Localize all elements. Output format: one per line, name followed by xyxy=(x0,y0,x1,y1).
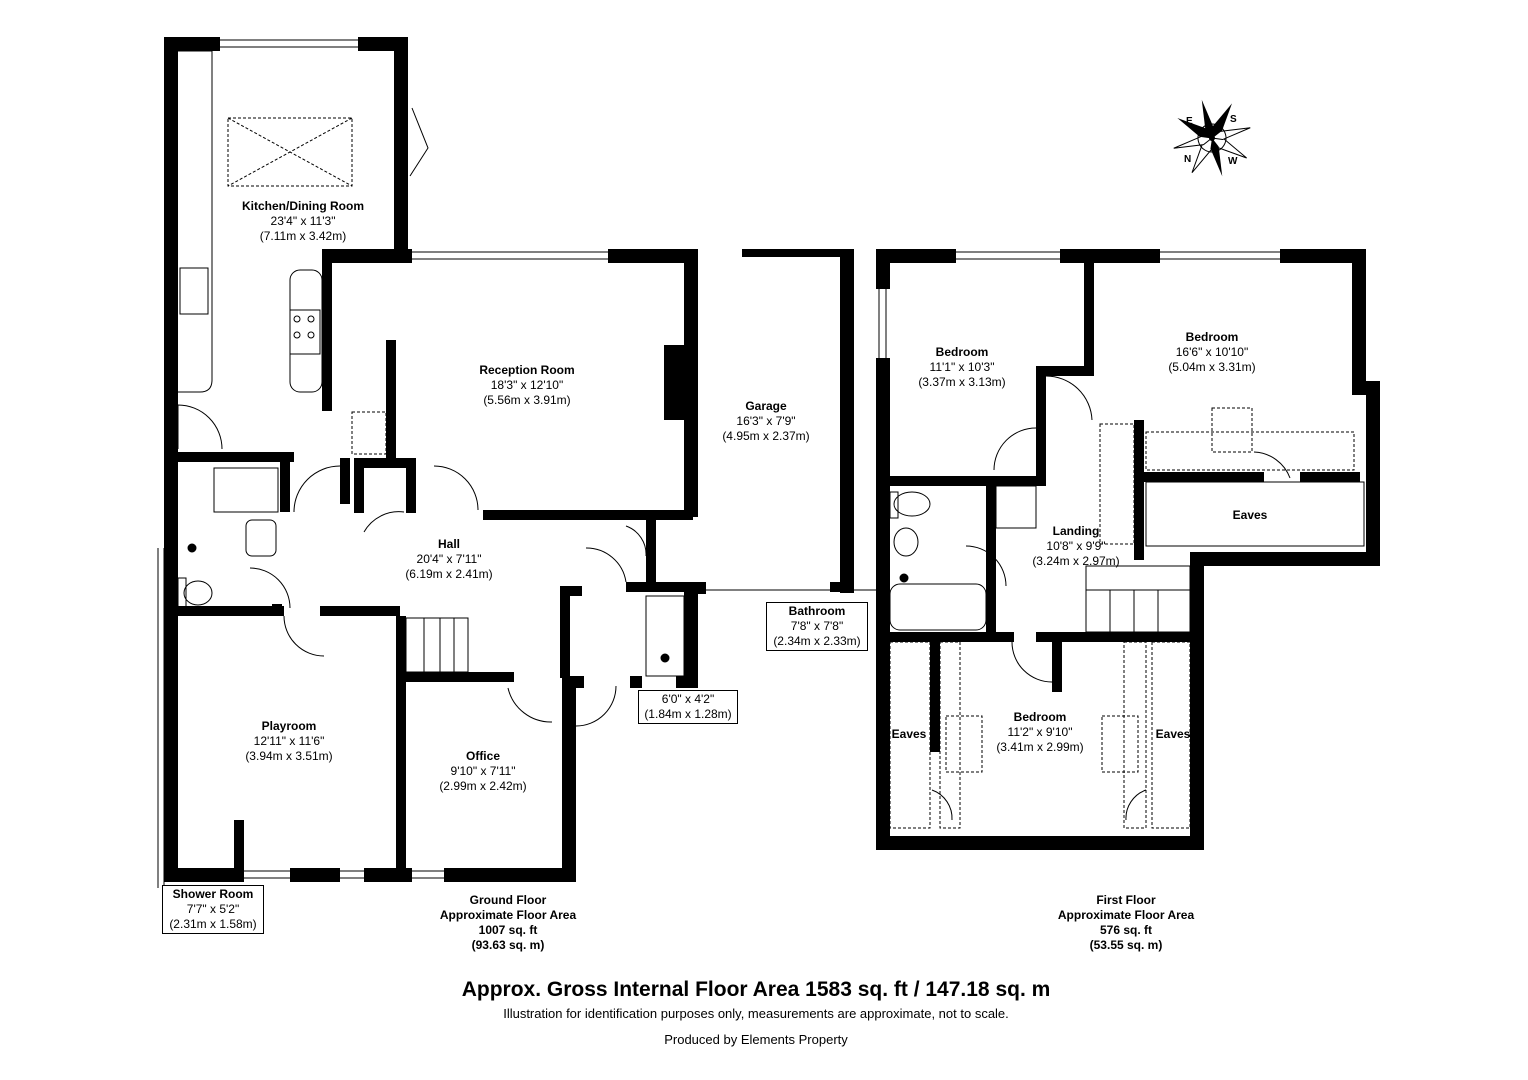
room-metric: (2.99m x 2.42m) xyxy=(439,779,527,793)
room-metric: (2.34m x 2.33m) xyxy=(773,634,861,648)
compass-w: W xyxy=(1228,156,1238,167)
eaves-label: Eaves xyxy=(1220,508,1280,523)
compass-icon xyxy=(1173,99,1251,177)
room-metric: (7.11m x 3.42m) xyxy=(259,229,347,243)
eaves-label: Eaves xyxy=(1148,727,1198,742)
eaves-text: Eaves xyxy=(1155,727,1191,741)
room-bathroom: Bathroom 7'8" x 7'8" (2.34m x 2.33m) xyxy=(766,602,868,651)
room-name: Shower Room xyxy=(172,887,254,901)
room-metric: (6.19m x 2.41m) xyxy=(405,567,493,581)
room-metric: (5.04m x 3.31m) xyxy=(1168,360,1256,374)
compass-n: N xyxy=(1184,154,1191,165)
room-imperial: 11'1" x 10'3" xyxy=(929,360,995,374)
first-floor-walls xyxy=(876,249,1380,850)
floor-subtitle: Approximate Floor Area xyxy=(1057,908,1195,922)
ground-floor-area: Ground Floor Approximate Floor Area 1007… xyxy=(418,893,598,953)
room-imperial: 10'8" x 9'9" xyxy=(1046,539,1106,553)
room-name: Hall xyxy=(437,537,460,551)
room-metric: (2.31m x 1.58m) xyxy=(169,917,257,931)
room-metric: (3.94m x 3.51m) xyxy=(245,749,333,763)
room-metric: (5.56m x 3.91m) xyxy=(483,393,571,407)
compass-s: S xyxy=(1230,114,1237,125)
room-imperial: 16'3" x 7'9" xyxy=(736,414,796,428)
compass-e: E xyxy=(1186,116,1193,127)
floor-title: Ground Floor xyxy=(469,893,547,907)
room-imperial: 23'4" x 11'3" xyxy=(270,214,336,228)
room-landing: Landing 10'8" x 9'9" (3.24m x 2.97m) xyxy=(1016,524,1136,569)
room-imperial: 12'11" x 11'6" xyxy=(253,734,325,748)
floor-subtitle: Approximate Floor Area xyxy=(439,908,577,922)
room-name: Playroom xyxy=(261,719,317,733)
floor-sqft: 1007 sq. ft xyxy=(478,923,538,937)
room-metric: (3.37m x 3.13m) xyxy=(918,375,1006,389)
room-name: Bathroom xyxy=(788,604,846,618)
room-metric: (3.24m x 2.97m) xyxy=(1032,554,1120,568)
room-name: Kitchen/Dining Room xyxy=(242,199,364,213)
room-reception: Reception Room 18'3" x 12'10" (5.56m x 3… xyxy=(460,363,594,408)
room-imperial: 20'4" x 7'11" xyxy=(416,552,482,566)
ground-floor-walls xyxy=(164,37,854,882)
eaves-text: Eaves xyxy=(891,727,927,741)
room-name: Office xyxy=(465,749,500,763)
room-office: Office 9'10" x 7'11" (2.99m x 2.42m) xyxy=(420,749,546,794)
floor-sqft: 576 sq. ft xyxy=(1099,923,1153,937)
room-metric: (4.95m x 2.37m) xyxy=(722,429,810,443)
room-imperial: 6'0" x 4'2" xyxy=(661,692,715,706)
door-swings xyxy=(177,107,1291,821)
room-porch: 6'0" x 4'2" (1.84m x 1.28m) xyxy=(638,690,738,724)
gross-floor-area: Approx. Gross Internal Floor Area 1583 s… xyxy=(461,978,1051,1001)
room-metric: (3.41m x 2.99m) xyxy=(996,740,1084,754)
disclaimer: Illustration for identification purposes… xyxy=(503,1006,1009,1021)
room-name: Bedroom xyxy=(935,345,989,359)
room-imperial: 9'10" x 7'11" xyxy=(450,764,516,778)
floor-title: First Floor xyxy=(1096,893,1156,907)
eaves-text: Eaves xyxy=(1232,508,1268,522)
room-playroom: Playroom 12'11" x 11'6" (3.94m x 3.51m) xyxy=(224,719,354,764)
floor-sqm: (93.63 sq. m) xyxy=(471,938,545,952)
room-name: Garage xyxy=(745,399,787,413)
room-name: Landing xyxy=(1052,524,1100,538)
windows xyxy=(157,39,1280,888)
eaves-label: Eaves xyxy=(884,727,934,742)
room-imperial: 18'3" x 12'10" xyxy=(490,378,564,392)
room-metric: (1.84m x 1.28m) xyxy=(644,707,732,721)
fixtures xyxy=(177,50,1365,829)
producer-credit: Produced by Elements Property xyxy=(664,1032,848,1047)
room-bedroom-2: Bedroom 16'6" x 10'10" (5.04m x 3.31m) xyxy=(1152,330,1272,375)
room-kitchen-dining: Kitchen/Dining Room 23'4" x 11'3" (7.11m… xyxy=(230,199,376,244)
room-garage: Garage 16'3" x 7'9" (4.95m x 2.37m) xyxy=(706,399,826,444)
floor-sqm: (53.55 sq. m) xyxy=(1089,938,1163,952)
room-imperial: 7'7" x 5'2" xyxy=(186,902,240,916)
room-name: Reception Room xyxy=(479,363,575,377)
first-floor-area: First Floor Approximate Floor Area 576 s… xyxy=(1036,893,1216,953)
room-bedroom-3: Bedroom 11'2" x 9'10" (3.41m x 2.99m) xyxy=(980,710,1100,755)
room-imperial: 16'6" x 10'10" xyxy=(1175,345,1249,359)
room-imperial: 11'2" x 9'10" xyxy=(1007,725,1073,739)
room-shower-room: Shower Room 7'7" x 5'2" (2.31m x 1.58m) xyxy=(162,885,264,934)
room-hall: Hall 20'4" x 7'11" (6.19m x 2.41m) xyxy=(384,537,514,582)
room-name: Bedroom xyxy=(1013,710,1067,724)
room-bedroom-1: Bedroom 11'1" x 10'3" (3.37m x 3.13m) xyxy=(902,345,1022,390)
room-name: Bedroom xyxy=(1185,330,1239,344)
room-imperial: 7'8" x 7'8" xyxy=(790,619,844,633)
